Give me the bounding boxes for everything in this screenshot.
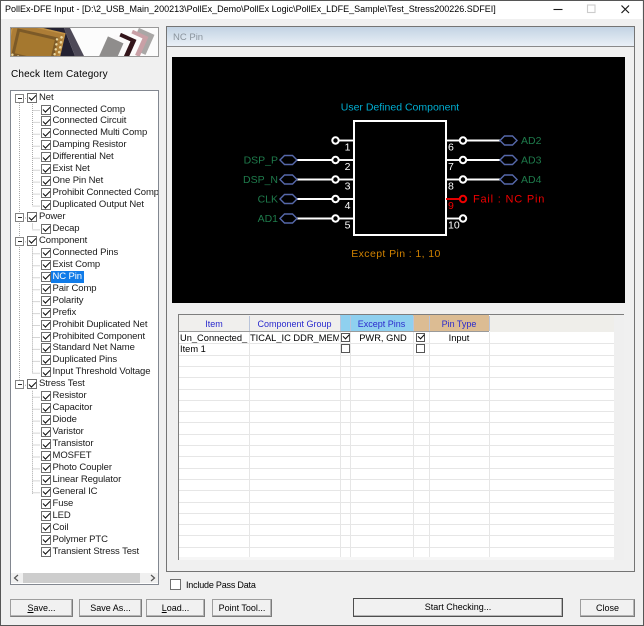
svg-text:AD2: AD2: [521, 135, 542, 147]
svg-text:DSP_P: DSP_P: [244, 155, 278, 167]
svg-text:6: 6: [448, 142, 454, 154]
svg-text:Fail : NC Pin: Fail : NC Pin: [473, 194, 545, 206]
svg-text:AD3: AD3: [521, 155, 542, 167]
svg-text:10: 10: [448, 220, 460, 232]
svg-text:AD1: AD1: [258, 213, 279, 225]
svg-text:Except Pin : 1, 10: Except Pin : 1, 10: [351, 248, 441, 260]
svg-text:8: 8: [448, 181, 454, 193]
svg-text:User Defined Component: User Defined Component: [341, 102, 460, 114]
svg-text:AD4: AD4: [521, 174, 542, 186]
svg-text:2: 2: [345, 161, 351, 173]
svg-text:9: 9: [448, 200, 454, 212]
svg-text:3: 3: [345, 181, 351, 193]
svg-text:CLK: CLK: [258, 194, 278, 206]
svg-text:4: 4: [345, 200, 351, 212]
svg-text:1: 1: [345, 142, 351, 154]
svg-text:7: 7: [448, 161, 454, 173]
svg-text:5: 5: [345, 220, 351, 232]
svg-text:DSP_N: DSP_N: [243, 174, 278, 186]
